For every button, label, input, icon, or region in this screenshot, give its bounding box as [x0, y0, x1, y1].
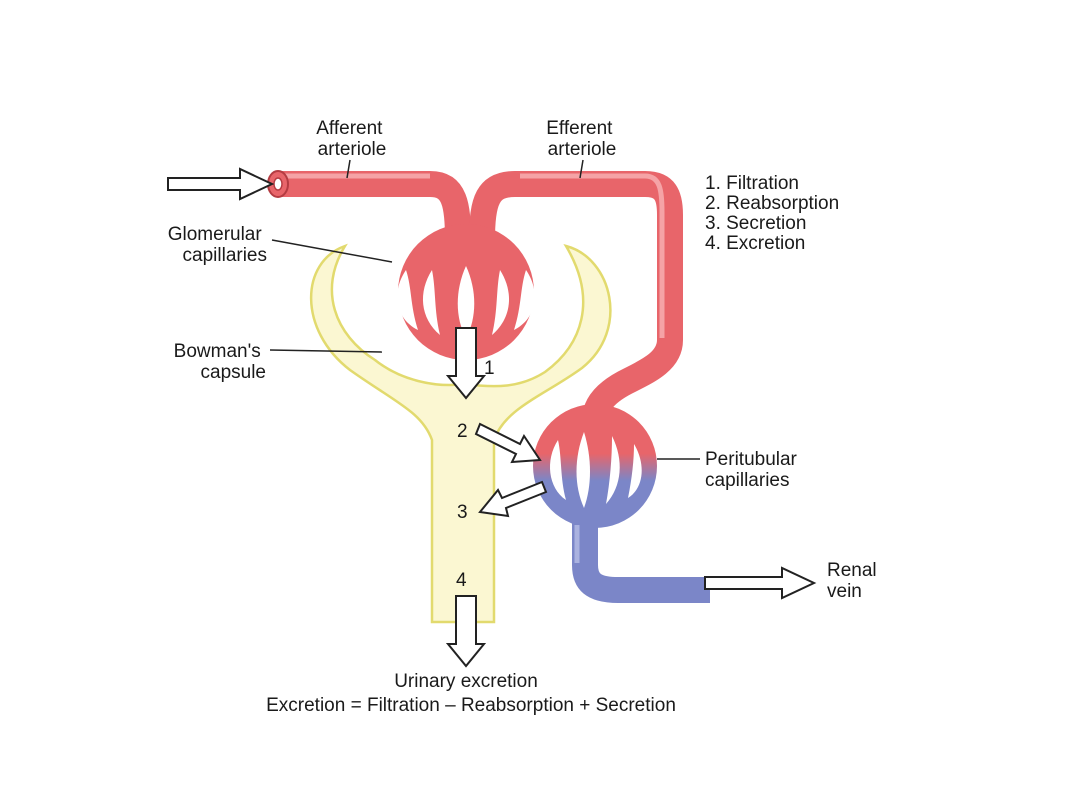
- renal-vein-arrow: [704, 566, 817, 600]
- bowman-label: Bowman's capsule: [174, 341, 266, 383]
- glomerular-label: Glomerular capillaries: [168, 224, 267, 266]
- inflow-arrow: [167, 167, 275, 201]
- afferent-arteriole: [278, 171, 471, 241]
- secretion-arrow: [478, 480, 548, 518]
- efferent-arteriole: [469, 171, 683, 422]
- reabsorption-arrow: [474, 422, 542, 464]
- filtration-arrow: [445, 327, 487, 400]
- peritubular-label: Peritubular capillaries: [705, 449, 802, 491]
- bowmans-capsule: [309, 243, 612, 624]
- efferent-leader: [579, 159, 584, 179]
- glomerular-capillaries: [397, 224, 535, 360]
- glomerular-leader: [271, 239, 393, 263]
- excretion-arrow: [445, 595, 487, 668]
- urinary-excretion-label: Urinary excretion: [394, 671, 538, 692]
- step-2-number: 2: [457, 421, 468, 442]
- renal-vein-label: Renal vein: [827, 560, 882, 602]
- afferent-label: Afferent arteriole: [316, 118, 387, 160]
- renal-vein-vessel: [572, 520, 710, 603]
- peritubular-capillaries: [533, 404, 657, 528]
- step-4-number: 4: [456, 570, 467, 591]
- efferent-label: Efferent arteriole: [546, 118, 617, 160]
- process-list: 1. Filtration 2. Reabsorption 3. Secreti…: [705, 173, 844, 254]
- step-1-number: 1: [484, 358, 495, 379]
- afferent-leader: [346, 159, 351, 179]
- step-3-number: 3: [457, 502, 468, 523]
- bowman-leader: [269, 349, 383, 353]
- excretion-equation: Excretion = Filtration – Reabsorption + …: [266, 695, 676, 716]
